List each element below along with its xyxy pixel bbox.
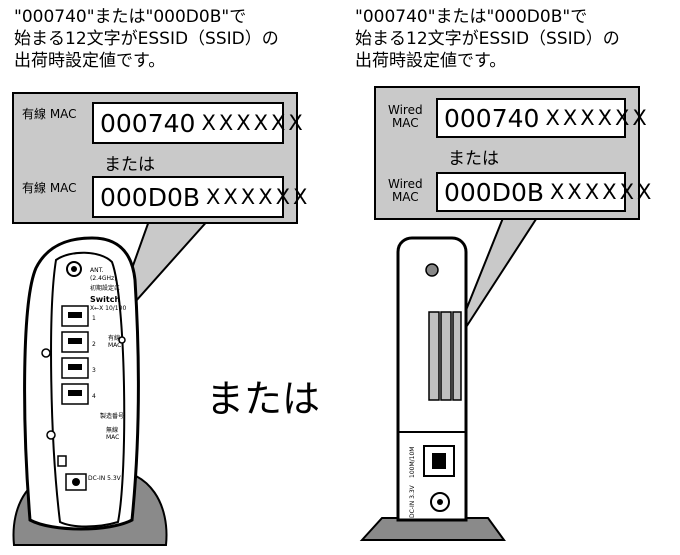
- left-caption-line-3: 出荷時設定値です。: [14, 51, 166, 71]
- right-mac-box-2: 000D0B XXXXXX: [436, 172, 651, 212]
- center-or-text: または: [206, 377, 321, 421]
- svg-text:1: 1: [92, 315, 96, 322]
- svg-text:2: 2: [92, 341, 96, 348]
- right-mac-box-1: 000740 XXXXXX: [436, 98, 647, 138]
- left-or-text: または: [104, 155, 155, 175]
- svg-text:有線: 有線: [108, 334, 120, 342]
- svg-text:(2.4GHz): (2.4GHz): [90, 275, 117, 282]
- svg-text:DC-IN 5.3V: DC-IN 5.3V: [88, 475, 122, 482]
- right-device: 100M/10M DC-IN 3.3V: [359, 236, 506, 541]
- left-device: ANT. (2.4GHz) 初期設定に Switch X←X 10/100 1 …: [12, 236, 168, 546]
- svg-text:MAC: MAC: [106, 434, 119, 441]
- svg-text:3: 3: [92, 367, 96, 374]
- right-mac-label-2: Wired MAC: [388, 177, 423, 204]
- right-caption: "000740"または"000D0B"で 始まる12文字がESSID（SSID）…: [355, 6, 620, 72]
- left-caption-line-2: 始まる12文字がESSID（SSID）の: [14, 29, 279, 49]
- left-caption-line-1: "000740"または"000D0B"で: [14, 7, 247, 27]
- svg-text:製造番号: 製造番号: [100, 412, 124, 420]
- svg-text:Switch: Switch: [90, 295, 120, 304]
- svg-text:無線: 無線: [106, 426, 118, 434]
- right-caption-line-1: "000740"または"000D0B"で: [355, 7, 588, 27]
- right-device-label-port: 100M/10M: [409, 447, 416, 478]
- svg-text:4: 4: [92, 393, 96, 400]
- left-device-label-antenna: ANT.: [90, 267, 104, 274]
- right-mac-prefix-2: 000D0B: [444, 177, 545, 207]
- left-mac-prefix-1: 000740: [100, 108, 196, 138]
- left-mac-mask-1: XXXXXX: [201, 111, 306, 135]
- right-mac-mask-1: XXXXXX: [545, 106, 650, 130]
- right-device-label-dcin: DC-IN 3.3V: [409, 484, 416, 518]
- right-mac-prefix-1: 000740: [444, 103, 540, 133]
- right-mac-label-1: Wired MAC: [388, 103, 423, 130]
- left-caption: "000740"または"000D0B"で 始まる12文字がESSID（SSID）…: [14, 6, 279, 72]
- right-mac-mask-2: XXXXXX: [550, 180, 655, 204]
- left-mac-box-2: 000D0B XXXXXX: [92, 176, 307, 218]
- svg-text:初期設定に: 初期設定に: [90, 284, 120, 292]
- right-caption-line-3: 出荷時設定値です。: [355, 51, 507, 71]
- right-or-text: または: [448, 149, 499, 169]
- left-mac-prefix-2: 000D0B: [100, 182, 201, 212]
- right-caption-line-2: 始まる12文字がESSID（SSID）の: [355, 29, 620, 49]
- svg-text:X←X 10/100: X←X 10/100: [90, 305, 126, 312]
- left-mac-label-2: 有線 MAC: [22, 181, 77, 195]
- left-mac-label-1: 有線 MAC: [22, 107, 77, 121]
- left-mac-box-1: 000740 XXXXXX: [92, 102, 303, 144]
- svg-text:MAC: MAC: [108, 342, 121, 349]
- left-mac-mask-2: XXXXXX: [206, 185, 311, 209]
